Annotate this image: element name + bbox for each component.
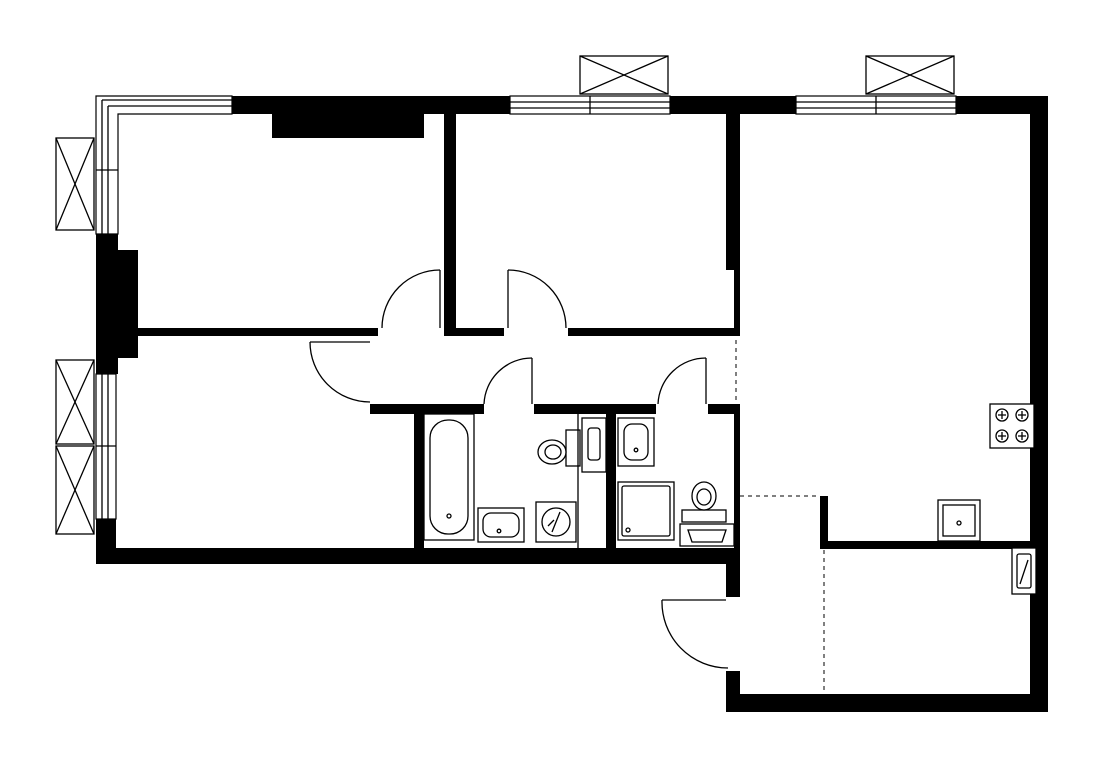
ac-unit-icon	[55, 137, 95, 231]
door-swing-icon	[483, 357, 533, 405]
bathtub-icon	[423, 413, 475, 541]
window-icon	[795, 95, 957, 115]
window-icon	[95, 373, 117, 520]
shower-tray-icon	[617, 481, 675, 541]
toilet-icon	[537, 429, 581, 467]
stove-icon	[989, 403, 1035, 449]
door-swing-icon	[309, 341, 371, 403]
ac-unit-icon	[55, 445, 95, 535]
door-swing-icon	[657, 357, 707, 405]
ac-unit-icon	[55, 359, 95, 445]
washing-machine-icon	[535, 501, 577, 543]
boiler-icon	[1011, 547, 1037, 595]
sink-icon	[581, 417, 607, 473]
window-icon	[509, 95, 671, 115]
sink-icon	[477, 507, 525, 543]
ac-unit-icon	[865, 55, 955, 95]
window-icon	[95, 95, 233, 235]
door-swing-icon	[661, 599, 729, 669]
door-swing-icon	[507, 269, 567, 329]
ac-unit-icon	[579, 55, 669, 95]
toilet-icon	[681, 481, 727, 523]
zone-boundary-lines	[735, 340, 825, 694]
interior-walls	[138, 114, 1030, 554]
kitchen-sink-icon	[937, 499, 981, 542]
sink-icon	[679, 523, 735, 547]
sink-icon	[617, 417, 655, 467]
door-swing-icon	[381, 269, 441, 329]
